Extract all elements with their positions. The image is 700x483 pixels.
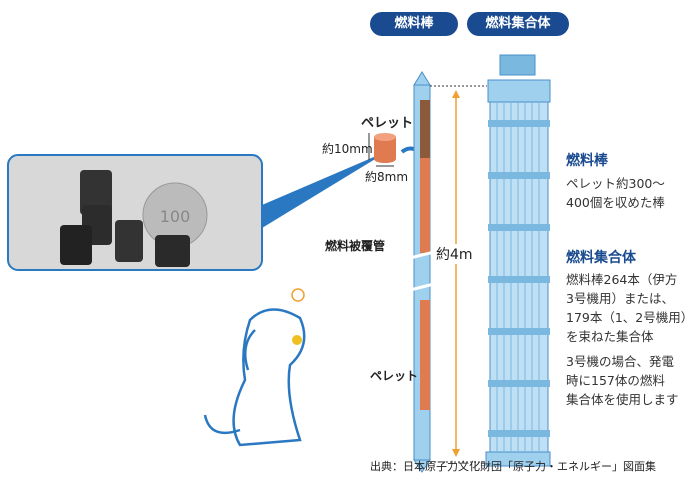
assembly-title: 燃料集合体 (566, 250, 636, 266)
svg-text:100: 100 (160, 207, 191, 226)
text-line: 179本（1、2号機用） (566, 310, 694, 325)
pellet-illustration (368, 133, 422, 167)
source-credit: 出典：日本原子力文化財団「原子力・エネルギー」図面集 (370, 460, 656, 473)
unit3-description: 3号機の場合、発電 時に157体の燃料 集合体を使用します (566, 352, 679, 409)
fuel-assembly (485, 54, 551, 467)
text-line: 400個を収めた棒 (566, 195, 665, 210)
dog-mascot (203, 288, 306, 447)
pellet-diameter-label: 約8mm (365, 170, 409, 184)
rod-description: ペレット約300～ 400個を収めた棒 (566, 174, 665, 212)
text-line: 集合体を使用します (566, 392, 679, 407)
tag-fuel-rod: 燃料棒 (370, 12, 458, 36)
cladding-label: 燃料被覆管 (325, 239, 386, 253)
length-label: 約4m (436, 244, 473, 264)
tag-fuel-assembly: 燃料集合体 (467, 12, 569, 36)
text-line: 時に157体の燃料 (566, 373, 665, 388)
text-line: ペレット約300～ (566, 176, 665, 191)
fuel-rod (409, 71, 435, 473)
pellet-bottom-label: ペレット (370, 369, 419, 383)
rod-title: 燃料棒 (566, 153, 608, 169)
assembly-description: 燃料棒264本（伊方 3号機用）または、 179本（1、2号機用） を束ねた集合… (566, 270, 693, 346)
text-line: 燃料棒264本（伊方 (566, 272, 678, 287)
length-arrow (452, 90, 460, 457)
pellet-label: ペレット (361, 116, 414, 131)
text-line: を束ねた集合体 (566, 329, 654, 344)
text-line: 3号機用）または、 (566, 291, 674, 306)
text-line: 3号機の場合、発電 (566, 354, 674, 369)
pellet-photo: 100 (7, 150, 390, 271)
pellet-height-label: 約10mm (322, 142, 373, 156)
